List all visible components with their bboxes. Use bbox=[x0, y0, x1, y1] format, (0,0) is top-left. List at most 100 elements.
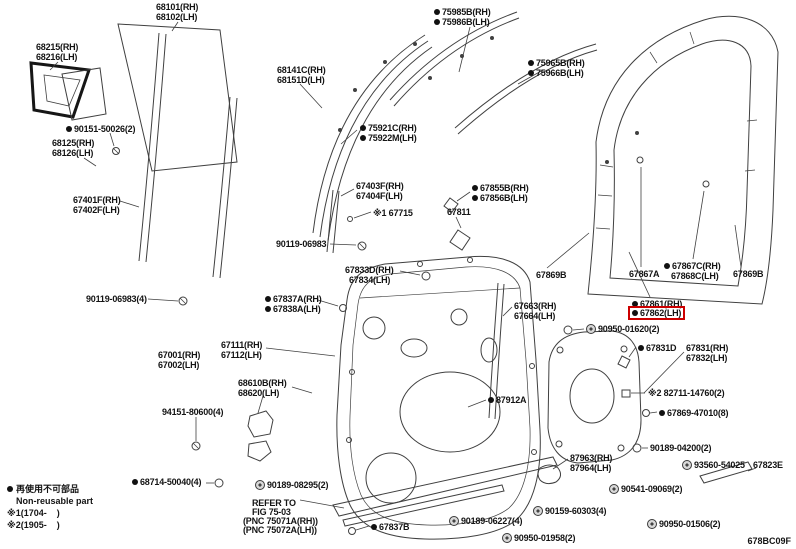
part-number-text: 68215(RH) bbox=[36, 42, 79, 52]
fastener-icon bbox=[533, 506, 543, 516]
part-label-67856b-lh[interactable]: 67856B(LH) bbox=[472, 193, 528, 203]
part-label-67001-rh[interactable]: 67001(RH) bbox=[158, 350, 200, 360]
part-label-87963-rh[interactable]: 87963(RH) bbox=[570, 453, 612, 463]
part-label-68141c-rh[interactable]: 68141C(RH) bbox=[277, 65, 326, 75]
part-label-75922m-lh[interactable]: 75922M(LH) bbox=[360, 133, 417, 143]
part-label-68620-lh[interactable]: 68620(LH) bbox=[238, 388, 279, 398]
part-number-text: (PNC 75072A(LH)) bbox=[243, 525, 317, 535]
part-label-68102-lh[interactable]: 68102(LH) bbox=[156, 12, 197, 22]
part-number-text: ※1 67715 bbox=[373, 208, 413, 218]
part-label-90189-08295-2[interactable]: 90189-08295(2) bbox=[255, 480, 328, 490]
part-label-67869b[interactable]: 67869B bbox=[536, 270, 567, 280]
part-number-text: 68141C(RH) bbox=[277, 65, 326, 75]
part-label-68714-50040-4[interactable]: 68714-50040(4) bbox=[132, 477, 201, 487]
part-number-text: 67867C(RH) bbox=[672, 261, 721, 271]
part-label-67855b-rh[interactable]: 67855B(RH) bbox=[472, 183, 529, 193]
part-label-90151-50026-2[interactable]: 90151-50026(2) bbox=[66, 124, 135, 134]
part-label-refer-to[interactable]: REFER TO bbox=[252, 498, 296, 508]
part-label-67837a-rh[interactable]: 67837A(RH) bbox=[265, 294, 322, 304]
part-label-68126-lh[interactable]: 68126(LH) bbox=[52, 148, 93, 158]
part-label-fig-75-03[interactable]: FIG 75-03 bbox=[252, 507, 291, 517]
part-label-67811[interactable]: 67811 bbox=[447, 207, 471, 217]
non-reusable-dot-icon bbox=[66, 126, 72, 132]
part-label-87912a[interactable]: 87912A bbox=[488, 395, 527, 405]
leader-lines bbox=[49, 21, 757, 531]
part-label-67832-lh[interactable]: 67832(LH) bbox=[686, 353, 727, 363]
part-label-67402f-lh[interactable]: 67402F(LH) bbox=[73, 205, 120, 215]
part-label-67112-lh[interactable]: 67112(LH) bbox=[221, 350, 262, 360]
part-label-90189-06227-4[interactable]: 90189-06227(4) bbox=[449, 516, 522, 526]
part-number-text: 87964(LH) bbox=[570, 463, 612, 473]
non-reusable-dot-icon bbox=[528, 60, 534, 66]
part-label-90119-06983-4[interactable]: 90119-06983(4) bbox=[86, 294, 147, 304]
part-label-68125-rh[interactable]: 68125(RH) bbox=[52, 138, 94, 148]
part-label-75985b-rh[interactable]: 75985B(RH) bbox=[434, 7, 491, 17]
non-reusable-dot-icon bbox=[664, 263, 670, 269]
part-number-text: 75986B(LH) bbox=[442, 17, 490, 27]
part-label-pnc-75071a-rh[interactable]: (PNC 75071A(RH)) bbox=[243, 516, 318, 526]
part-number-text: 67811 bbox=[447, 207, 471, 217]
part-label-90541-09069-2[interactable]: 90541-09069(2) bbox=[609, 484, 682, 494]
part-label-90950-01620-2[interactable]: 90950-01620(2) bbox=[586, 324, 659, 334]
part-label-90159-60303-4[interactable]: 90159-60303(4) bbox=[533, 506, 606, 516]
non-reusable-dot-icon bbox=[638, 345, 644, 351]
part-label-67403f-rh[interactable]: 67403F(RH) bbox=[356, 181, 404, 191]
part-label-75965b-rh[interactable]: 75965B(RH) bbox=[528, 58, 585, 68]
part-label-68216-lh[interactable]: 68216(LH) bbox=[36, 52, 77, 62]
part-label-68101-rh[interactable]: 68101(RH) bbox=[156, 2, 198, 12]
vent-glass bbox=[29, 61, 120, 155]
part-label-90119-06983[interactable]: 90119-06983 bbox=[276, 239, 327, 249]
non-reusable-dot-icon bbox=[265, 306, 271, 312]
non-reusable-dot-icon bbox=[371, 524, 377, 530]
part-label-67861-rh[interactable]: 67861(RH) bbox=[632, 299, 682, 309]
part-label-68151d-lh[interactable]: 68151D(LH) bbox=[277, 75, 325, 85]
part-label-68215-rh[interactable]: 68215(RH) bbox=[36, 42, 78, 52]
part-number-text: 67837A(RH) bbox=[273, 294, 322, 304]
part-label-75921c-rh[interactable]: 75921C(RH) bbox=[360, 123, 417, 133]
part-number-text: 67663(RH) bbox=[514, 301, 557, 311]
part-label-67868c-lh[interactable]: 67868C(LH) bbox=[671, 271, 719, 281]
part-label-75986b-lh[interactable]: 75986B(LH) bbox=[434, 17, 490, 27]
part-label-68610b-rh[interactable]: 68610B(RH) bbox=[238, 378, 287, 388]
part-label-67002-lh[interactable]: 67002(LH) bbox=[158, 360, 199, 370]
legend: 再使用不可部品 Non-reusable part ※1(1704- ) ※2(… bbox=[7, 483, 93, 531]
part-label-67869-47010-8[interactable]: 67869-47010(8) bbox=[659, 408, 728, 418]
part-label-67837b[interactable]: 67837B bbox=[371, 522, 410, 532]
legend-en-text: Non-reusable part bbox=[16, 496, 94, 506]
part-number-text: 67869-47010(8) bbox=[667, 408, 729, 418]
part-label-67838a-lh[interactable]: 67838A(LH) bbox=[265, 304, 321, 314]
part-label-90950-01958-2[interactable]: 90950-01958(2) bbox=[502, 533, 575, 543]
part-label-2-82711-14760-2[interactable]: ※2 82711-14760(2) bbox=[648, 388, 725, 398]
part-number-text: (PNC 75071A(RH)) bbox=[243, 516, 318, 526]
part-label-90950-01506-2[interactable]: 90950-01506(2) bbox=[647, 519, 720, 529]
part-label-67404f-lh[interactable]: 67404F(LH) bbox=[356, 191, 403, 201]
part-label-67833d-rh[interactable]: 67833D(RH) bbox=[345, 265, 394, 275]
part-label-87964-lh[interactable]: 87964(LH) bbox=[570, 463, 611, 473]
part-label-67401f-rh[interactable]: 67401F(RH) bbox=[73, 195, 121, 205]
part-label-93560-54025[interactable]: 93560-54025 bbox=[682, 460, 745, 470]
part-number-text: 87963(RH) bbox=[570, 453, 613, 463]
weatherstrips bbox=[312, 11, 598, 242]
part-label-67862-lh[interactable]: 67862(LH) bbox=[628, 306, 686, 320]
figure-code: 678BC09F bbox=[747, 536, 791, 546]
part-label-90189-04200-2[interactable]: 90189-04200(2) bbox=[650, 443, 711, 453]
part-label-1-67715[interactable]: ※1 67715 bbox=[373, 208, 413, 218]
part-label-94151-80600-4[interactable]: 94151-80600(4) bbox=[162, 407, 223, 417]
part-number-text: 90541-09069(2) bbox=[621, 484, 683, 494]
part-label-67869b[interactable]: 67869B bbox=[733, 269, 764, 279]
part-number-text: 68101(RH) bbox=[156, 2, 199, 12]
part-label-75966b-lh[interactable]: 75966B(LH) bbox=[528, 68, 584, 78]
part-label-67831-rh[interactable]: 67831(RH) bbox=[686, 343, 728, 353]
part-label-67663-rh[interactable]: 67663(RH) bbox=[514, 301, 556, 311]
part-label-67823e[interactable]: 67823E bbox=[753, 460, 783, 470]
part-label-67834-lh[interactable]: 67834(LH) bbox=[349, 275, 390, 285]
part-label-67111-rh[interactable]: 67111(RH) bbox=[221, 340, 262, 350]
part-label-pnc-75072a-lh[interactable]: (PNC 75072A(LH)) bbox=[243, 525, 317, 535]
part-number-text: 67823E bbox=[753, 460, 783, 470]
part-label-67664-lh[interactable]: 67664(LH) bbox=[514, 311, 555, 321]
part-number-text: 90950-01506(2) bbox=[659, 519, 721, 529]
part-label-67867a[interactable]: 67867A bbox=[629, 269, 660, 279]
part-label-67867c-rh[interactable]: 67867C(RH) bbox=[664, 261, 721, 271]
part-label-67831d[interactable]: 67831D bbox=[638, 343, 677, 353]
